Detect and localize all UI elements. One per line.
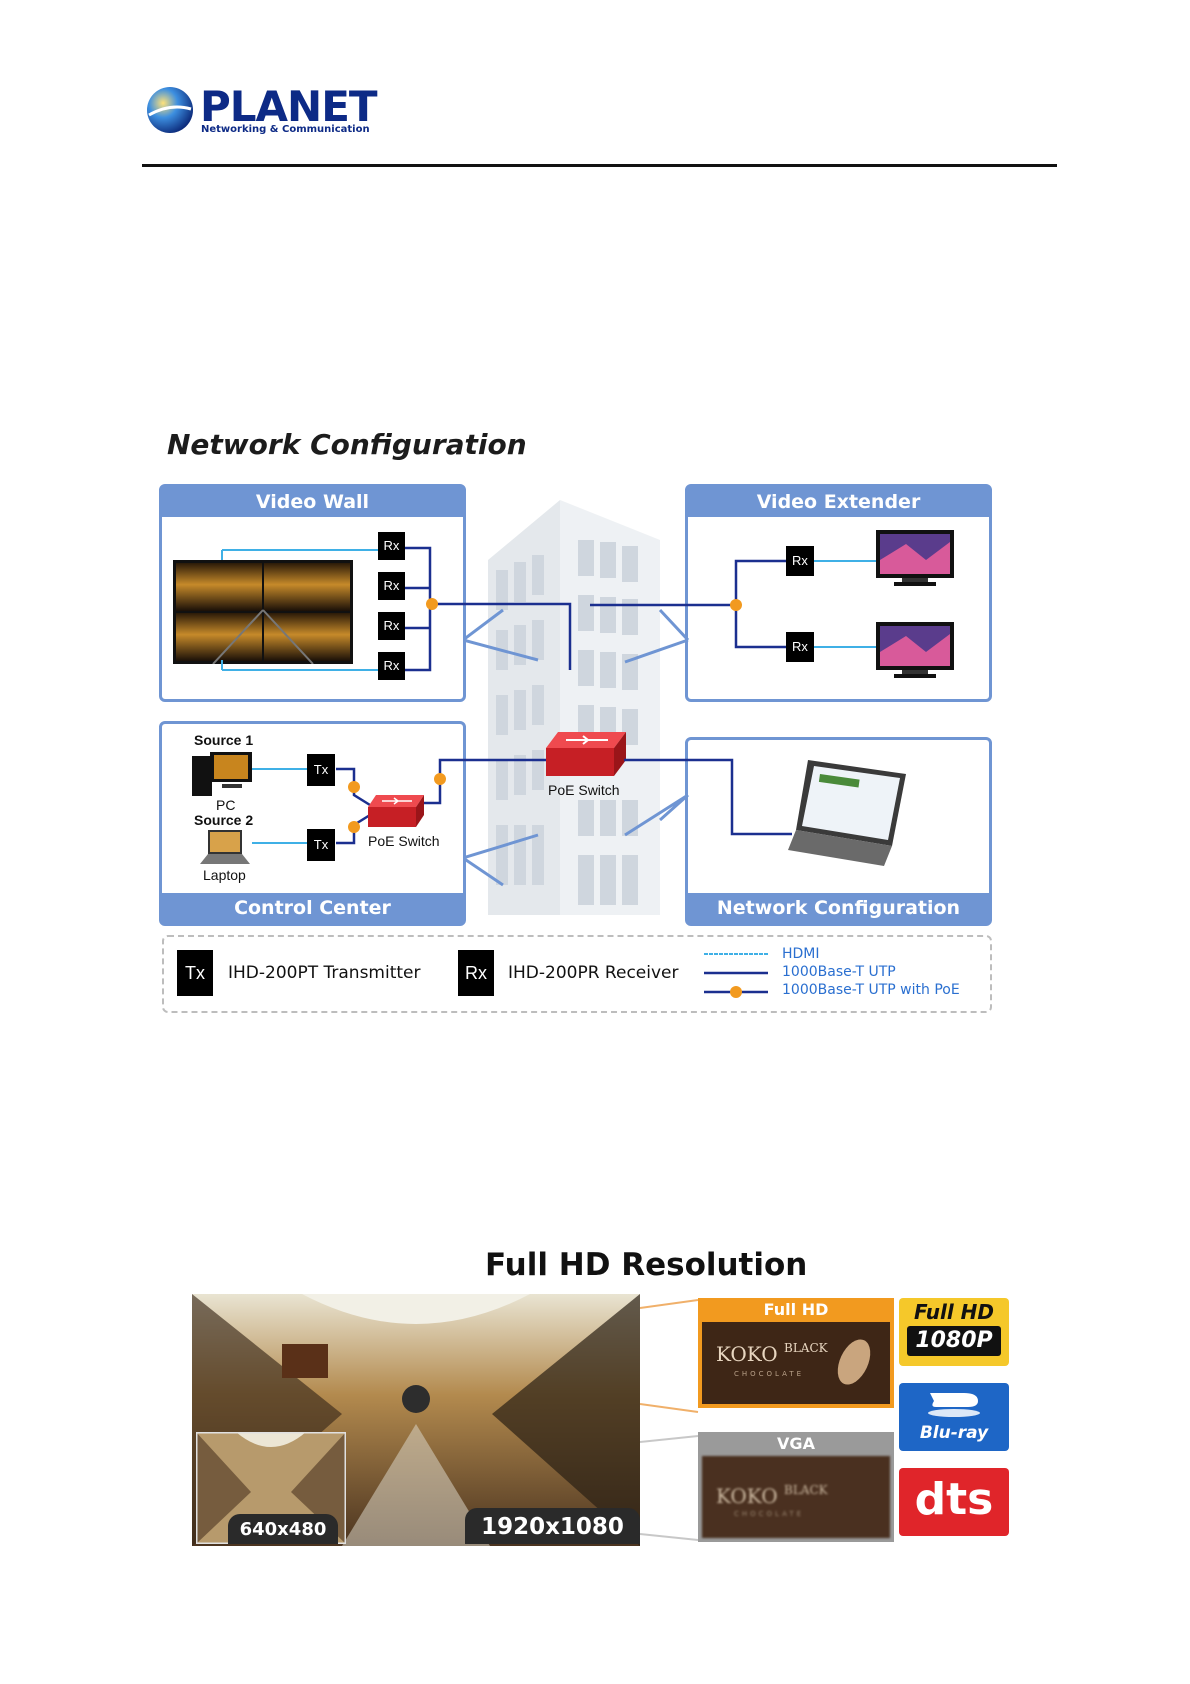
legend-utp-poe: 1000Base-T UTP with PoE — [782, 982, 960, 998]
video-wall-callout — [463, 608, 539, 662]
source1-label: Source 1 — [194, 732, 254, 748]
cacao-pod-icon — [837, 1339, 871, 1385]
full-hd-sample: Full HD KOKO BLACK CHOCOLATE — [698, 1298, 894, 1408]
logo-name: PLANET — [200, 82, 378, 131]
pc-label: PC — [216, 797, 236, 813]
header: PLANET Networking & Communication — [0, 0, 1190, 170]
zoom-connector-lines — [640, 1299, 699, 1541]
badge-dts: dts — [899, 1468, 1009, 1536]
legend-rx-text: IHD-200PR Receiver — [508, 963, 679, 983]
legend-tx-icon: Tx — [177, 950, 213, 996]
badge-dts-text: dts — [914, 1474, 994, 1525]
rx-device-5: Rx — [786, 546, 814, 576]
network-config-callout — [624, 793, 689, 837]
resolution-label-small: 640x480 — [228, 1514, 338, 1544]
panel-title-video-extender: Video Extender — [688, 487, 989, 517]
header-rule — [142, 164, 1057, 167]
badge-full-hd-text: Full HD — [914, 1300, 994, 1324]
legend-hdmi: HDMI — [782, 946, 820, 962]
panel-title-control-center: Control Center — [162, 893, 463, 923]
rx-device-2: Rx — [378, 572, 405, 600]
poe-switch-main-label: PoE Switch — [548, 782, 620, 798]
rx-device-3: Rx — [378, 612, 405, 640]
full-hd-sign-black: BLACK — [784, 1341, 828, 1355]
source2-label: Source 2 — [194, 812, 254, 828]
poe-switch-small-label: PoE Switch — [368, 833, 440, 849]
legend-rx-icon: Rx — [458, 950, 494, 996]
network-config-wiring — [624, 758, 792, 836]
laptop-icon — [200, 830, 250, 864]
tx-device-1: Tx — [307, 754, 335, 786]
logo-tagline: Networking & Communication — [201, 124, 370, 135]
video-wall-monitors — [173, 560, 353, 664]
tx-device-2: Tx — [307, 829, 335, 861]
legend-utp: 1000Base-T UTP — [782, 964, 896, 980]
resolution-title: Full HD Resolution — [485, 1247, 808, 1283]
video-extender-wiring — [590, 559, 876, 649]
laptop-large-icon — [788, 760, 906, 866]
rx-device-1: Rx — [378, 532, 405, 560]
vga-sign-brand: KOKO — [716, 1484, 778, 1508]
vga-sign-sub: CHOCOLATE — [734, 1510, 805, 1518]
laptop-label: Laptop — [203, 867, 246, 883]
panel-title-network-configuration: Network Configuration — [688, 893, 989, 923]
full-hd-sign-brand: KOKO — [716, 1342, 778, 1366]
poe-switch-small-icon — [368, 795, 424, 827]
panel-title-video-wall: Video Wall — [162, 487, 463, 517]
resolution-label-large: 1920x1080 — [465, 1508, 640, 1544]
bluray-disc-icon — [928, 1393, 980, 1417]
badge-1080p-text: 1080P — [907, 1326, 1001, 1356]
vga-tab: VGA — [777, 1434, 815, 1453]
legend — [162, 935, 992, 1013]
planet-globe-icon — [147, 87, 193, 133]
video-extender-callout — [624, 608, 690, 664]
vga-sign-black: BLACK — [784, 1483, 828, 1497]
rx-device-6: Rx — [786, 632, 814, 662]
full-hd-sign: KOKO BLACK CHOCOLATE — [702, 1322, 890, 1404]
badge-bluray: Blu-ray — [899, 1383, 1009, 1451]
full-hd-tab: Full HD — [763, 1300, 829, 1319]
network-title: Network Configuration — [167, 428, 527, 461]
vga-sample: VGA KOKO BLACK CHOCOLATE — [698, 1432, 894, 1542]
tv-icon-1 — [876, 530, 954, 586]
badge-bluray-text: Blu-ray — [919, 1423, 989, 1443]
control-center-wiring — [252, 758, 550, 845]
control-center-callout — [463, 833, 539, 887]
legend-tx-text: IHD-200PT Transmitter — [228, 963, 421, 983]
full-hd-sign-sub: CHOCOLATE — [734, 1370, 805, 1378]
vga-sign: KOKO BLACK CHOCOLATE — [702, 1456, 890, 1538]
rx-device-4: Rx — [378, 652, 405, 680]
legend-line-samples — [704, 953, 768, 998]
pc-icon — [192, 752, 252, 796]
tv-icon-2 — [876, 622, 954, 678]
badge-full-hd-1080p: Full HD 1080P — [899, 1298, 1009, 1366]
poe-switch-main-icon — [546, 732, 626, 776]
